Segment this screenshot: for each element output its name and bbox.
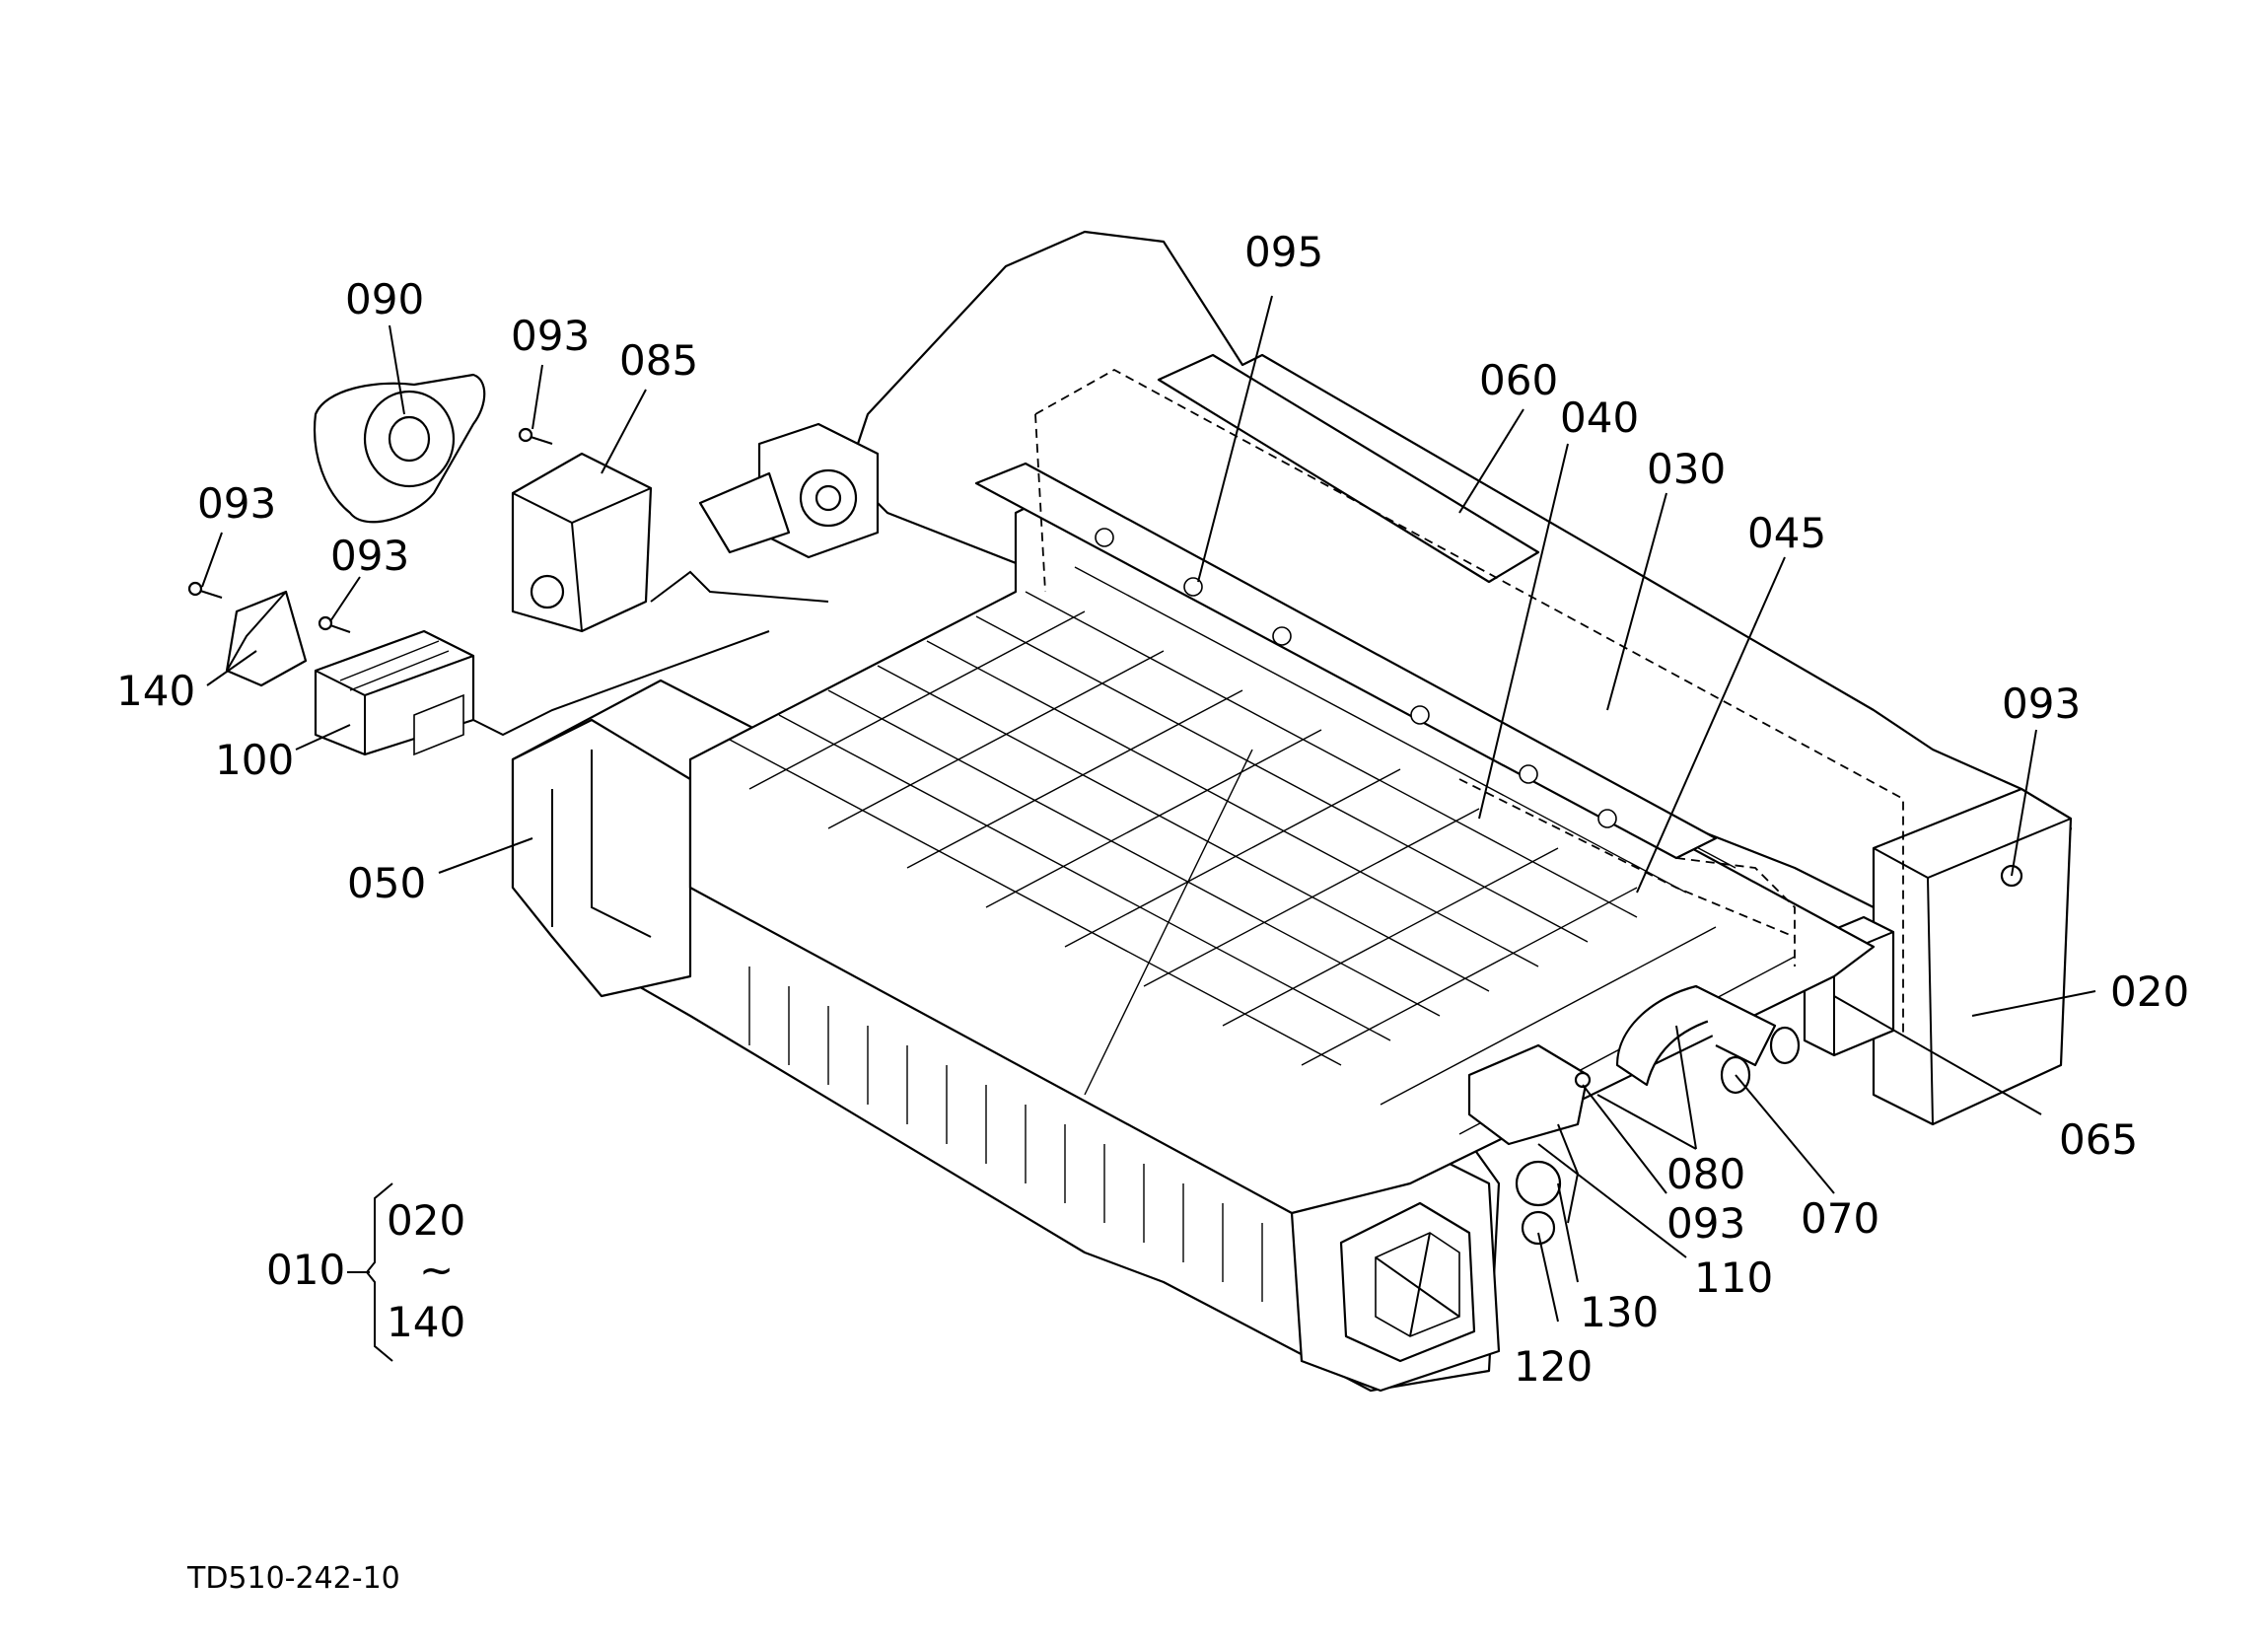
callout-labels: 095 090 093 085 060 040 030 045 093 093 … <box>116 228 2189 1391</box>
screws-093 <box>187 427 2023 1089</box>
callout-140: 140 <box>116 667 195 715</box>
callout-093-b: 093 <box>2002 680 2081 728</box>
assembly-tilde: ~ <box>419 1246 454 1294</box>
callout-050: 050 <box>347 859 426 907</box>
assembly-parent: 010 <box>266 1246 345 1294</box>
callout-100: 100 <box>215 736 294 784</box>
callout-093-e: 093 <box>1666 1199 1745 1248</box>
housing-ribs <box>748 967 1263 1302</box>
callout-090: 090 <box>345 275 424 323</box>
callout-060: 060 <box>1479 356 1558 404</box>
drawing-code: TD510-242-10 <box>186 1561 400 1596</box>
actuator-085 <box>511 452 653 633</box>
callout-040: 040 <box>1560 394 1639 442</box>
assembly-bracket: 010 020 ~ 140 <box>266 1182 465 1362</box>
callout-045: 045 <box>1747 509 1826 557</box>
assembly-to: 140 <box>387 1298 465 1346</box>
housing-assembly <box>511 230 2073 1393</box>
assembly-from: 020 <box>387 1196 465 1245</box>
callout-020: 020 <box>2110 967 2189 1016</box>
exploded-parts <box>187 373 2023 1089</box>
callout-093-c: 093 <box>197 479 276 528</box>
callout-065: 065 <box>2059 1115 2138 1164</box>
callout-093-d: 093 <box>330 532 409 580</box>
grid-plate-lines <box>729 541 1796 1135</box>
bracket-140 <box>225 590 308 687</box>
connector-100 <box>314 629 475 756</box>
callout-030: 030 <box>1647 445 1726 493</box>
callout-080: 080 <box>1666 1150 1745 1198</box>
knob-090 <box>314 373 486 524</box>
callout-095: 095 <box>1244 228 1323 276</box>
callout-070: 070 <box>1801 1194 1879 1243</box>
leader-lines <box>201 295 2096 1323</box>
callout-120: 120 <box>1514 1342 1593 1391</box>
callout-110: 110 <box>1694 1253 1773 1302</box>
callout-085: 085 <box>619 336 698 385</box>
callout-093-a: 093 <box>511 312 590 360</box>
callout-130: 130 <box>1580 1288 1659 1336</box>
